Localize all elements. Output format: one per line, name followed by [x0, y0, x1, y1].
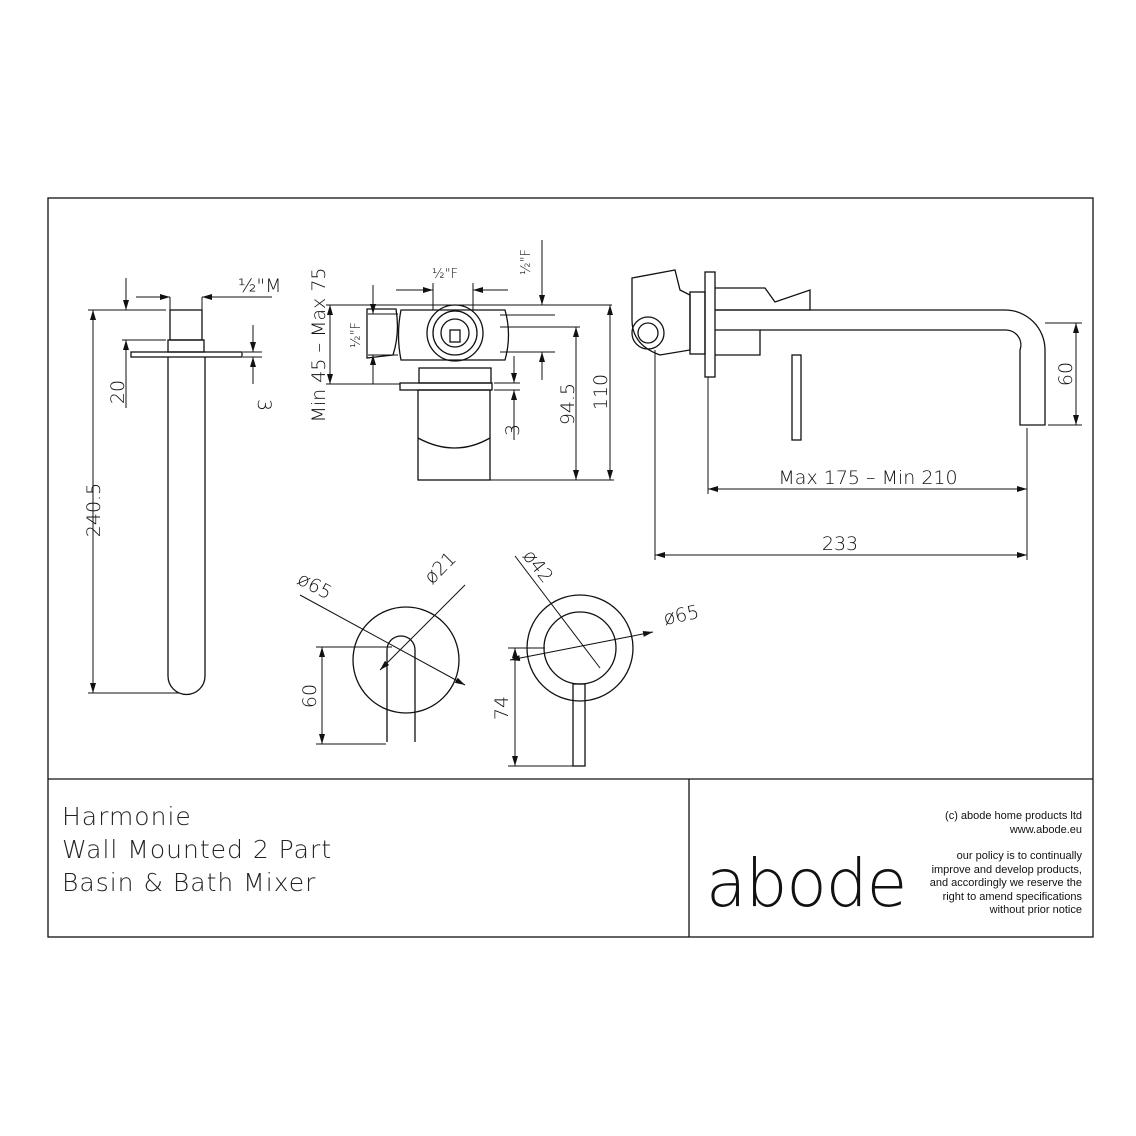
policy-line: and accordingly we reserve the — [929, 877, 1082, 889]
dim-spout-plate-dia: ø65 — [294, 568, 336, 604]
dim-valve-inlet-top: ½"F — [432, 267, 458, 282]
spout-side-view: 240.5 20 3 ½"M — [83, 275, 282, 696]
dim-valve-flange: 3 — [502, 424, 524, 436]
abode-logo: abode — [706, 845, 907, 922]
dim-spout-thread-size: ½"M — [238, 275, 282, 297]
policy-line: right to amend specifications — [942, 890, 1082, 903]
handle-front-view: ø42 ø65 74 — [491, 546, 701, 767]
product-title-block: Harmonie Wall Mounted 2 Part Basin & Bat… — [62, 800, 332, 899]
valve-body-view: Min 45 – Max 75 ½"F ½"F ½"F 3 94.5 110 — [308, 240, 614, 481]
website: www.abode.eu — [1009, 823, 1082, 836]
product-line-3: Basin & Bath Mixer — [62, 868, 317, 897]
policy-line: improve and develop products, — [931, 863, 1082, 876]
dim-spout-dia: ø21 — [420, 548, 461, 589]
dim-valve-inlet-side: ½"F — [349, 322, 364, 348]
dim-spout-drop: 60 — [1055, 362, 1077, 386]
policy-line: without prior notice — [989, 904, 1082, 916]
dim-valve-height-1: 94.5 — [557, 383, 579, 425]
dim-valve-depth: Min 45 – Max 75 — [308, 267, 330, 422]
company-notes: (c) abode home products ltd www.abode.eu… — [930, 810, 1082, 918]
dim-spout-flange: 3 — [253, 399, 275, 411]
drawing-frame — [47, 197, 1094, 938]
dim-valve-outlet: ½"F — [519, 249, 534, 275]
dim-spout-length: 240.5 — [83, 483, 105, 537]
mixer-side-view: Max 175 – Min 210 233 60 — [631, 269, 1082, 560]
dim-spout-front-height: 60 — [299, 684, 321, 708]
product-name: Harmonie — [62, 802, 192, 831]
dim-handle-dia: ø42 — [518, 546, 557, 588]
product-line-2: Wall Mounted 2 Part — [62, 835, 333, 864]
dim-overall: 233 — [822, 533, 858, 555]
dim-handle-height: 74 — [491, 696, 513, 720]
dim-spout-thread: 20 — [107, 380, 129, 404]
copyright: (c) abode home products ltd — [945, 810, 1082, 822]
dim-projection: Max 175 – Min 210 — [778, 467, 957, 489]
spout-front-view: ø65 ø21 60 — [294, 548, 466, 745]
policy-line: our policy is to continually — [956, 850, 1082, 862]
dim-handle-plate-dia: ø65 — [661, 601, 701, 630]
dim-valve-height-2: 110 — [590, 374, 612, 410]
